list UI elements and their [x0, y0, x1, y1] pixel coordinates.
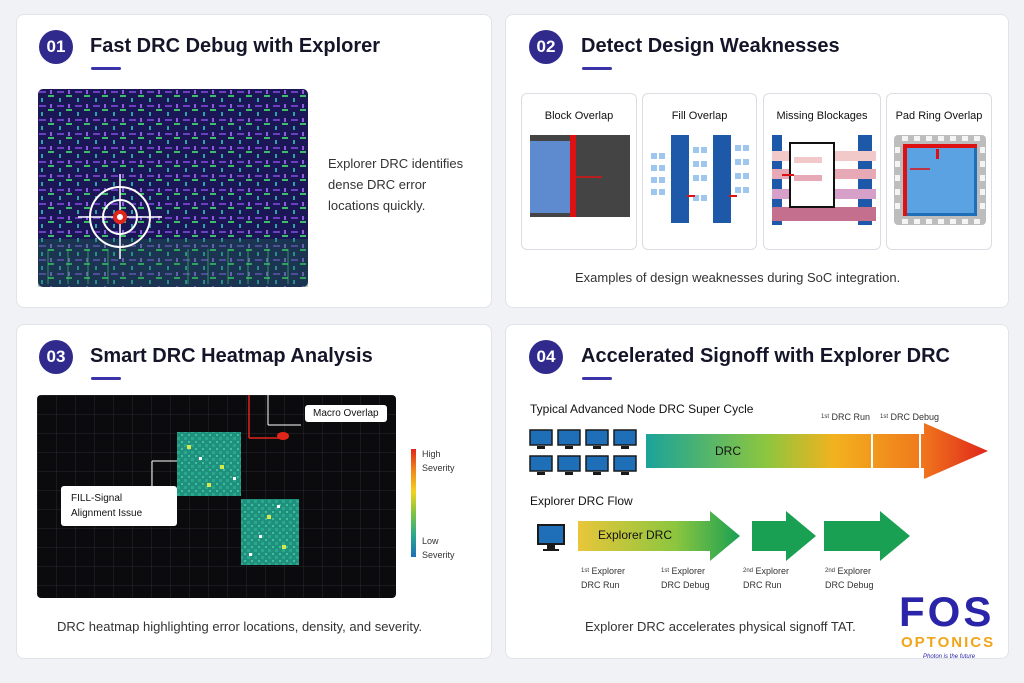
panel-caption: Examples of design weaknesses during SoC…: [575, 270, 901, 285]
panel-title: Smart DRC Heatmap Analysis: [90, 345, 373, 367]
first-drc-run-label: 1st DRC Run: [821, 412, 871, 422]
pad-ring-illustration: [894, 135, 986, 225]
panel-design-weaknesses: 02 Detect Design Weaknesses Block Overla…: [505, 14, 1009, 308]
card-fill-overlap: Fill Overlap: [642, 93, 757, 250]
logo-wordmark: FOS: [899, 588, 995, 635]
callout-macro-overlap: Macro Overlap: [305, 405, 387, 422]
panel-heatmap-analysis: 03 Smart DRC Heatmap Analysis Macro Over…: [16, 324, 492, 659]
typical-cycle-label: Typical Advanced Node DRC Super Cycle: [530, 402, 754, 416]
legend-low-label: Low Severity: [422, 536, 455, 560]
panel-accelerated-signoff: 04 Accelerated Signoff with Explorer DRC…: [505, 324, 1009, 659]
card-pad-ring-overlap: Pad Ring Overlap: [886, 93, 992, 250]
fill-overlap-illustration: [651, 135, 749, 223]
layout-view-image: [38, 89, 308, 287]
logo-subtitle: OPTONICS: [901, 634, 996, 651]
title-underline: [582, 377, 612, 380]
drc-super-cycle-arrow: [646, 423, 988, 479]
legend-high-label: High Severity: [422, 449, 455, 473]
card-title: Block Overlap: [544, 110, 614, 122]
monitor-icon: [537, 524, 565, 551]
logo-tagline: Photon is the future: [923, 654, 976, 660]
severity-legend-bar: [411, 449, 416, 557]
card-title: Fill Overlap: [671, 110, 728, 122]
heatmap-image: [37, 395, 396, 598]
title-underline: [582, 67, 612, 70]
fos-optonics-logo: FOS OPTONICS Photon is the future: [895, 590, 1013, 672]
explorer-drc-bar-label: Explorer DRC: [598, 528, 673, 542]
card-title: Missing Blockages: [776, 110, 868, 122]
panel-title: Fast DRC Debug with Explorer: [90, 35, 381, 57]
block-overlap-illustration: [530, 135, 630, 217]
title-underline: [91, 377, 121, 380]
card-block-overlap: Block Overlap: [521, 93, 637, 250]
panel-number: 04: [529, 340, 563, 374]
card-title: Pad Ring Overlap: [895, 110, 983, 122]
drc-bar-label: DRC: [715, 444, 741, 458]
callout-fill-signal: FILL-Signal Alignment Issue: [61, 486, 177, 526]
first-drc-debug-label: 1st DRC Debug: [880, 412, 940, 422]
title-underline: [91, 67, 121, 70]
panel-number: 01: [39, 30, 73, 64]
panel-fast-drc-debug: 01 Fast DRC Debug with Explorer: [16, 14, 492, 308]
monitor-grid-icon: [529, 429, 637, 475]
panel-caption: Explorer DRC accelerates physical signof…: [585, 619, 856, 634]
panel-title: Accelerated Signoff with Explorer DRC: [581, 345, 950, 367]
card-missing-blockages: Missing Blockages: [763, 93, 881, 250]
explorer-flow-arrows: [578, 511, 910, 561]
panel-number: 02: [529, 30, 563, 64]
missing-blockages-illustration: [772, 135, 876, 225]
panel-description: Explorer DRC identifies dense DRC error …: [328, 156, 464, 213]
explorer-flow-label: Explorer DRC Flow: [530, 494, 633, 508]
panel-number: 03: [39, 340, 73, 374]
panel-caption: DRC heatmap highlighting error locations…: [57, 619, 423, 634]
panel-title: Detect Design Weaknesses: [581, 35, 840, 57]
